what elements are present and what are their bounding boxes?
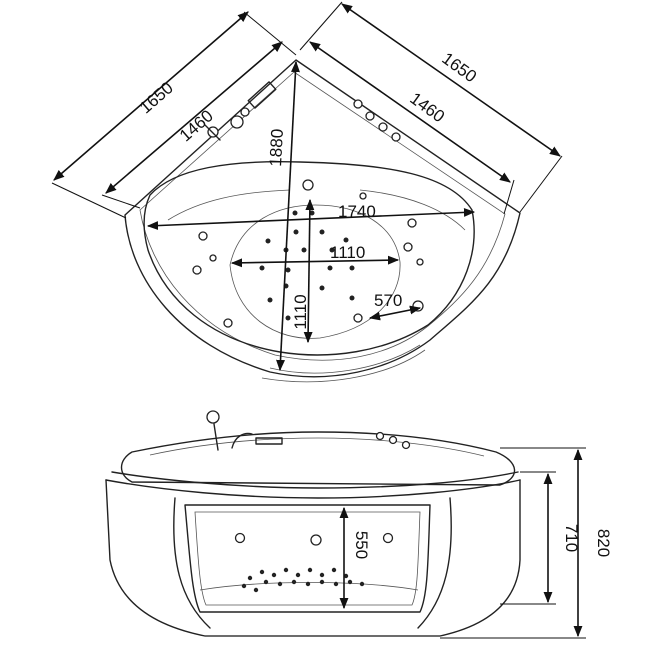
dim-label-1740: 1740 [338,202,376,221]
dim-seat-width: 1110 [230,243,400,268]
top-view: 1650 1460 1650 1460 1880 1740 1110 [51,1,563,383]
dim-label-570: 570 [374,291,402,310]
dim-label-1650-left: 1650 [136,78,177,117]
dim-label-1650-right: 1650 [438,49,480,87]
dim-label-1880: 1880 [266,128,287,167]
jets-front [234,532,394,593]
control-panel [247,81,277,109]
dim-top-left-outer: 1650 [51,11,297,219]
tub-rim [139,71,506,361]
tub-outer-shell [124,59,521,378]
front-window [184,504,431,613]
dim-label-550: 550 [352,531,371,559]
faucet-front [231,432,253,449]
dim-top-left-inner: 1460 [101,41,283,209]
dim-label-710: 710 [562,524,581,552]
faucet-right [353,99,401,142]
dim-footwell: 570 [368,291,422,321]
dim-label-820: 820 [594,529,613,557]
front-view: 820 710 550 [105,410,613,639]
dim-body-height: 710 [500,471,581,605]
dim-seat-depth: 1110 [291,198,315,344]
dim-label-1110-width: 1110 [330,243,365,262]
tub-rim-front [120,431,516,486]
controls-front-right [375,431,411,450]
dim-label-1110-depth: 1110 [291,294,310,329]
dim-panel-height: 550 [339,506,371,610]
handshower [206,410,220,451]
dim-total-height: 820 [440,447,613,639]
dim-label-1460-right: 1460 [406,89,448,127]
dim-label-1460-left: 1460 [176,106,217,145]
tub-seat-outline [229,204,401,339]
